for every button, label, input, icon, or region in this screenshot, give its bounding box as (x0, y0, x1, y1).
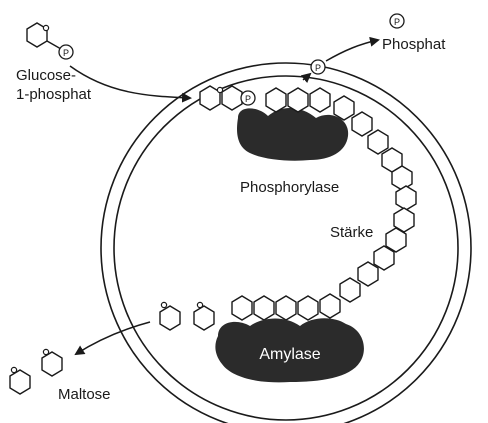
glucose-1-phosphate-molecule: P (26, 22, 74, 60)
arrow-to-phosphate-symbol (300, 72, 312, 84)
arrow-phosphate-out (325, 36, 380, 62)
inner-membrane (113, 75, 459, 421)
phosphate-symbol (58, 44, 74, 60)
label-staerke: Stärke (330, 224, 373, 241)
released-phosphate: P P (310, 13, 405, 75)
arrow-maltose-out (74, 321, 151, 356)
phosphate-symbol-letter: P (245, 94, 251, 104)
label-maltose: Maltose (58, 386, 111, 403)
phosphate-symbol-letter: P (315, 63, 321, 73)
arrow-glucose-in (69, 65, 192, 103)
outer-membrane (100, 62, 472, 423)
phosphate-symbol (240, 90, 256, 106)
maltose-releasing (159, 301, 215, 331)
glucose-1-phosphate-bound: P (199, 85, 256, 111)
starch-chain-bottom (231, 293, 341, 321)
label-glucose-line2: 1-phosphat (16, 86, 92, 103)
phosphate-symbol (389, 13, 405, 29)
phosphorylase-enzyme (237, 107, 349, 161)
phosphate-symbol-letter: P (394, 17, 400, 27)
amylase-enzyme (215, 318, 364, 383)
phosphate-symbol-letter: P (63, 48, 69, 58)
phosphate-symbol (310, 59, 326, 75)
label-amylase: Amylase (259, 346, 320, 363)
label-phosphorylase: Phosphorylase (240, 179, 339, 196)
label-phosphat: Phosphat (382, 36, 446, 53)
maltose-molecule (9, 348, 63, 395)
label-glucose-line1: Glucose- (16, 67, 76, 84)
